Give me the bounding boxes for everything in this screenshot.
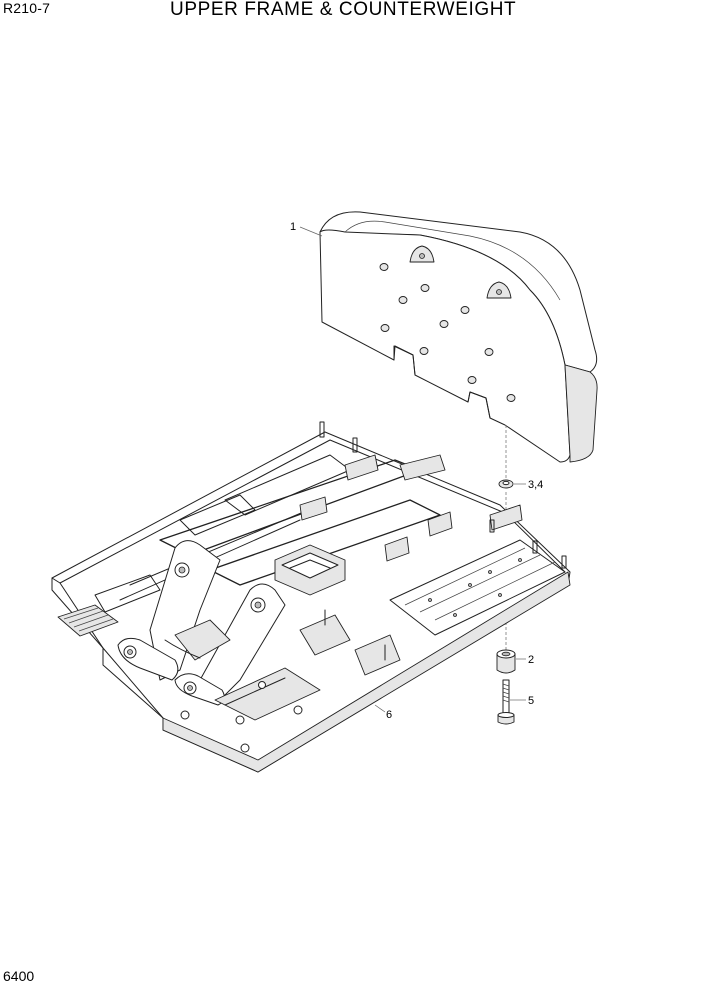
callout-leaders (299, 226, 526, 713)
page-title: UPPER FRAME & COUNTERWEIGHT (170, 0, 517, 20)
page-number: 6400 (3, 968, 35, 984)
callout-1-label: 1 (290, 221, 296, 233)
upper-frame-drawing (51, 421, 571, 773)
model-code: R210-7 (3, 0, 51, 16)
callout-3-4-label: 3,4 (528, 479, 543, 491)
callout-2-label: 2 (528, 654, 534, 666)
callout-6-label: 6 (386, 709, 392, 721)
callout-5-label: 5 (528, 695, 534, 707)
counterweight-drawing (319, 211, 598, 463)
